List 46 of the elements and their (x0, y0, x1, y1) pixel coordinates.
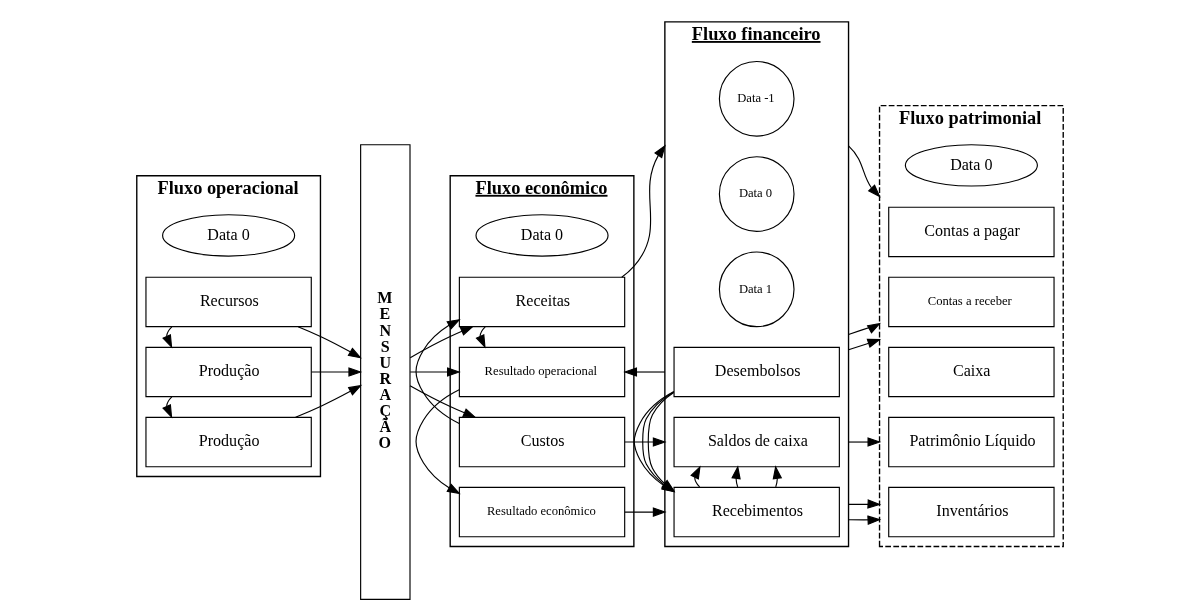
node-box: Inventários (888, 486, 1055, 538)
arrow (731, 465, 741, 488)
node-box: Produção (145, 416, 312, 468)
arrow (624, 507, 667, 517)
arrow (772, 465, 783, 488)
node-ellipse: Data 0 (475, 214, 609, 257)
node-circle: Data 1 (718, 251, 795, 328)
arrow (623, 367, 666, 377)
node-box: Desembolsos (673, 346, 840, 398)
arrow (847, 499, 882, 509)
arrow (690, 465, 701, 488)
node-box: Patrimônio Líquido (888, 416, 1055, 468)
node-box: MENSURAÇÃO (360, 144, 411, 600)
arrow (162, 396, 173, 419)
arrow (847, 338, 882, 351)
arrow (162, 326, 173, 349)
arrow (621, 144, 666, 278)
arrow (409, 367, 461, 377)
arrow (409, 385, 477, 418)
arrow (409, 326, 475, 359)
node-box: Saldos de caixa (673, 416, 840, 468)
node-ellipse: Data 0 (162, 214, 296, 257)
arrow (295, 384, 363, 418)
arrow (847, 145, 881, 198)
node-box: Receitas (458, 276, 626, 328)
node-box: Caixa (888, 346, 1055, 398)
arrow (475, 326, 486, 349)
node-circle: Data -1 (718, 60, 795, 137)
arrow (415, 318, 461, 424)
arrow (297, 326, 362, 359)
arrow (310, 367, 363, 377)
node-box: Contas a receber (888, 276, 1055, 328)
node-box: Recebimentos (673, 486, 840, 538)
node-box: Contas a pagar (888, 206, 1055, 258)
arrow (624, 437, 667, 447)
node-box: Recursos (145, 276, 312, 328)
arrow (847, 322, 882, 335)
node-ellipse: Data 0 (904, 144, 1038, 187)
node-box: Produção (145, 346, 312, 398)
arrow (415, 389, 461, 495)
arrow (847, 437, 882, 447)
node-box: Custos (458, 416, 626, 468)
node-box: Resultado econômico (458, 486, 626, 538)
node-box: Resultado operacional (458, 346, 626, 398)
node-circle: Data 0 (718, 156, 795, 232)
arrow (847, 515, 882, 526)
